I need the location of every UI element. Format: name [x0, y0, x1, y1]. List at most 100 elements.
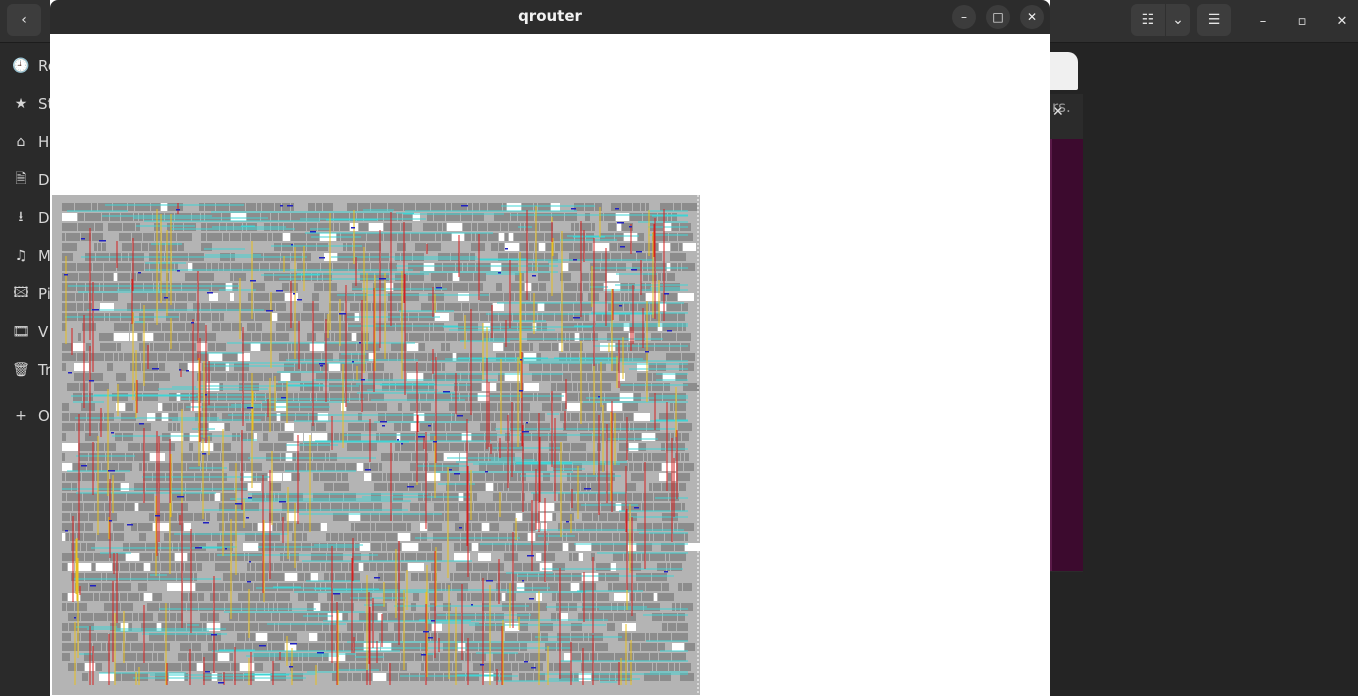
fm-restore-button[interactable]: ▫ — [1290, 9, 1314, 33]
maximize-button[interactable]: □ — [986, 5, 1010, 29]
via — [423, 631, 429, 633]
sidebar-item-downloads[interactable]: ⭳D — [10, 206, 50, 230]
cell — [372, 603, 387, 611]
cell — [372, 473, 382, 481]
cell — [431, 273, 447, 281]
sidebar-item-home[interactable]: ⌂H — [10, 130, 50, 154]
cell — [81, 613, 93, 621]
via — [526, 422, 528, 424]
cell — [352, 553, 361, 561]
via — [68, 372, 72, 374]
cell — [460, 453, 467, 461]
cell — [144, 593, 152, 601]
cell — [66, 533, 69, 541]
cell — [247, 323, 255, 331]
cell — [259, 623, 274, 631]
file-icon[interactable] — [1048, 52, 1078, 90]
cell — [203, 653, 217, 661]
view-options-button[interactable]: ⌄ — [1166, 4, 1190, 36]
minimize-button[interactable]: – — [952, 5, 976, 29]
sidebar-item-music[interactable]: ♫M — [10, 244, 51, 268]
cell — [624, 323, 629, 331]
cell — [540, 513, 552, 521]
cell — [218, 673, 222, 681]
cell — [662, 583, 669, 591]
cell — [428, 523, 442, 531]
sidebar-item-videos[interactable]: 🎞V — [10, 320, 48, 344]
cell — [675, 543, 684, 551]
cell — [600, 673, 609, 681]
via — [177, 496, 184, 498]
cell — [422, 483, 436, 491]
cell — [161, 203, 167, 211]
routing-canvas[interactable] — [50, 34, 1050, 696]
cell — [504, 553, 518, 561]
cell — [256, 533, 263, 541]
sidebar-item-documents[interactable]: 🗎D — [10, 168, 49, 192]
cell — [330, 493, 343, 501]
cell — [261, 213, 270, 221]
cell — [397, 603, 404, 611]
cell — [125, 503, 134, 511]
cell — [601, 663, 610, 671]
via — [352, 361, 354, 363]
cell — [470, 353, 482, 361]
fm-minimize-button[interactable]: – — [1251, 9, 1275, 33]
cell — [158, 303, 174, 311]
cell — [499, 243, 504, 251]
cell — [569, 363, 580, 371]
cell — [138, 523, 152, 531]
cell — [563, 363, 568, 371]
sidebar-item-pictures[interactable]: 🖾Pi — [10, 282, 51, 306]
cell — [654, 463, 661, 471]
cell — [123, 543, 129, 551]
cell — [161, 543, 172, 551]
terminal-close-icon[interactable]: ✕ — [1052, 104, 1064, 120]
cell — [119, 353, 123, 361]
cell — [308, 613, 318, 621]
cell — [384, 653, 400, 661]
cell — [301, 363, 306, 371]
cell — [504, 343, 514, 351]
cell — [364, 463, 369, 471]
cell — [539, 573, 545, 581]
cell — [251, 343, 260, 351]
cell — [483, 333, 489, 341]
cell — [419, 343, 425, 351]
fm-close-button[interactable]: ✕ — [1330, 9, 1354, 33]
cell — [538, 503, 554, 511]
cell — [82, 673, 88, 681]
cell — [124, 353, 133, 361]
cell — [410, 463, 416, 471]
cell — [571, 443, 586, 451]
via — [667, 330, 672, 332]
cell — [348, 323, 361, 331]
close-button[interactable]: ✕ — [1020, 5, 1044, 29]
cell — [77, 553, 84, 561]
back-button[interactable]: ‹ — [7, 4, 41, 36]
cell — [609, 353, 618, 361]
cell — [479, 513, 486, 521]
cell — [658, 323, 662, 331]
cell — [552, 343, 558, 351]
cell — [213, 633, 221, 641]
cell — [330, 623, 336, 631]
cell — [472, 433, 484, 441]
qrouter-titlebar[interactable]: qrouter – □ ✕ — [50, 0, 1050, 34]
list-view-button[interactable]: ☷ — [1131, 4, 1165, 36]
cell — [395, 443, 400, 451]
sidebar-item-other-locations[interactable]: +O — [10, 404, 50, 428]
routed-layout[interactable] — [52, 195, 700, 695]
cell — [423, 653, 433, 661]
cell — [144, 643, 153, 651]
sidebar-item-trash[interactable]: 🗑Tr — [10, 358, 51, 382]
cell — [230, 273, 233, 281]
cell — [413, 593, 419, 601]
main-menu-button[interactable]: ☰ — [1197, 4, 1231, 36]
via — [471, 604, 473, 606]
cell — [683, 323, 686, 331]
cell — [307, 333, 312, 341]
cell — [384, 563, 400, 571]
sidebar-item-starred[interactable]: ★St — [10, 92, 54, 116]
sidebar-item-label: M — [38, 247, 51, 265]
